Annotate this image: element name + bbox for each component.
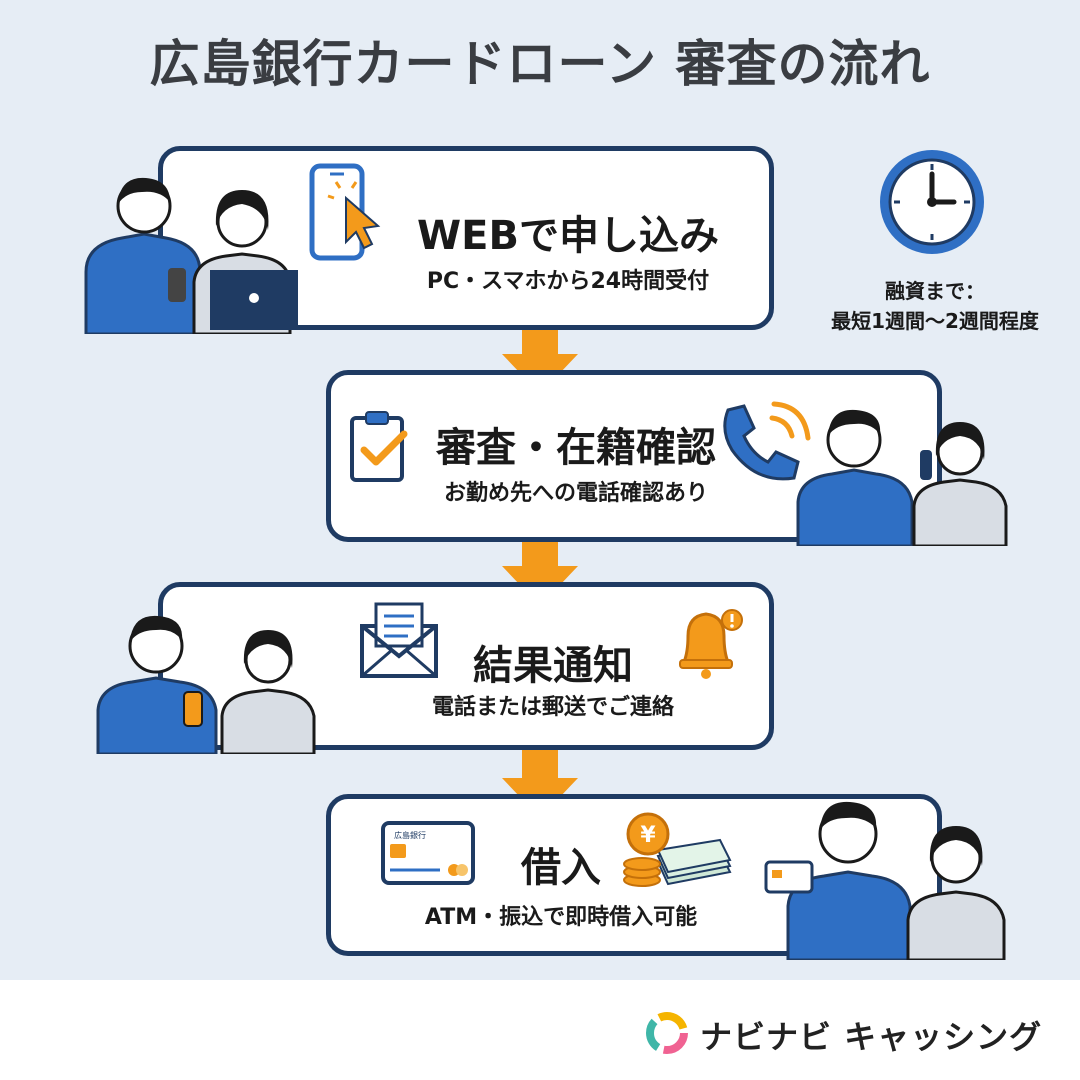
- checklist-icon: [350, 411, 408, 482]
- step-title: 結果通知: [473, 643, 633, 689]
- woman-figure: [912, 422, 1008, 546]
- woman-figure: [906, 826, 1006, 960]
- down-arrow-icon: [502, 530, 578, 606]
- man-figure: [796, 409, 914, 546]
- card-label: 広島銀行: [394, 830, 426, 840]
- man-figure: [84, 177, 202, 334]
- brand-logo-icon: [646, 1012, 688, 1054]
- laptop-icon: [210, 270, 298, 330]
- money-icon: ¥: [623, 812, 732, 887]
- step-title: 審査・在籍確認: [436, 425, 716, 471]
- down-arrow-icon: [502, 742, 578, 818]
- borrowers-illustration: [764, 801, 1006, 960]
- timeline-note-line2: 最短1週間〜2週間程度: [831, 309, 1039, 333]
- timeline-note: 融資まで： 最短1週間〜2週間程度: [790, 276, 1080, 336]
- page-title: 広島銀行カードローン 審査の流れ: [149, 35, 931, 93]
- applicants-illustration: [84, 177, 298, 334]
- step-title: WEBで申し込み: [417, 213, 719, 259]
- smartphone-icon: [309, 163, 381, 261]
- bell-icon: [679, 609, 743, 679]
- credit-card-icon: 広島銀行: [381, 821, 475, 885]
- man-figure: [96, 615, 218, 754]
- step-subtitle: ATM・振込で即時借入可能: [424, 905, 698, 930]
- clock-icon: [880, 150, 984, 254]
- coin-stack: [623, 857, 661, 887]
- step-subtitle: 電話または郵送でご連絡: [431, 695, 674, 720]
- step-title: 借入: [521, 845, 601, 891]
- customers-illustration: [96, 615, 316, 754]
- woman-figure: [220, 630, 316, 754]
- staff-illustration: [796, 409, 1008, 546]
- timeline-note-line1: 融資まで：: [885, 279, 985, 303]
- step-subtitle: お勤め先への電話確認あり: [443, 481, 708, 506]
- step-subtitle: PC・スマホから24時間受付: [426, 269, 710, 294]
- yen-icon: ¥: [640, 823, 656, 848]
- envelope-icon: [360, 602, 438, 678]
- down-arrow-icon: [502, 318, 578, 394]
- brand-name: ナビナビ キャッシング: [700, 1018, 1043, 1056]
- phone-call-icon: [723, 401, 811, 481]
- man-figure: [764, 801, 912, 960]
- banknote-stack: [656, 838, 732, 886]
